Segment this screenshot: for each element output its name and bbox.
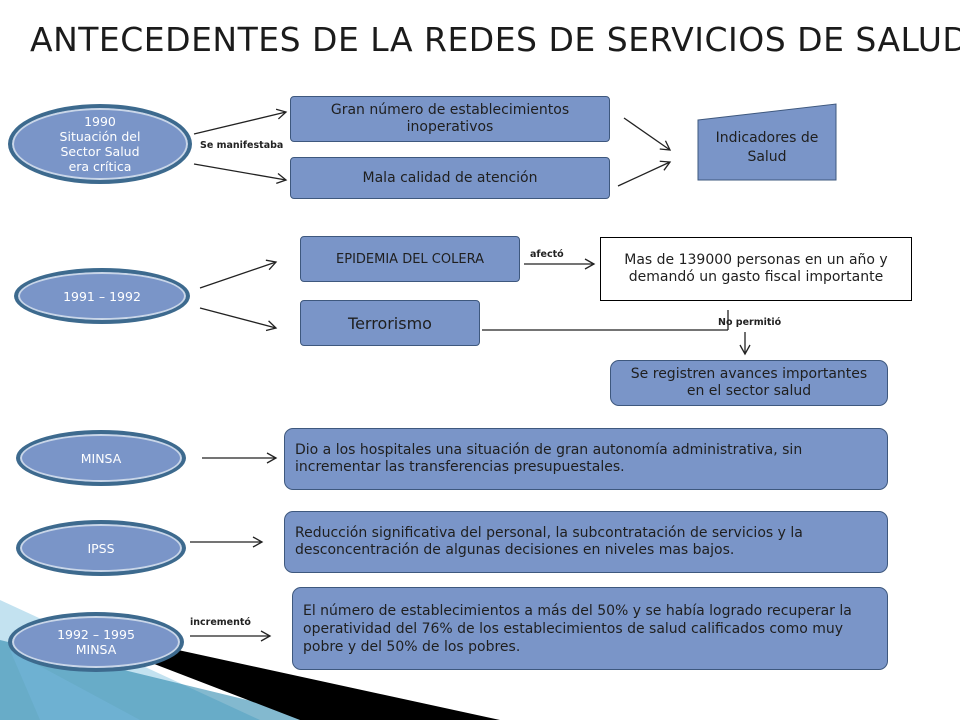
oval-1990-line: Situación del <box>59 129 141 144</box>
oval-ipss: IPSS <box>16 520 186 576</box>
oval-1992-1995-minsa: 1992 – 1995 MINSA <box>8 612 184 672</box>
box-mala-calidad: Mala calidad de atención <box>290 157 610 199</box>
oval-1990-line: era crítica <box>68 159 132 174</box>
oval-ipss-label: IPSS <box>87 540 115 556</box>
label-no-permitio: No permitió <box>718 317 782 328</box>
box-indicadores-salud: Indicadores de Salud <box>715 130 819 165</box>
box-terrorismo: Terrorismo <box>300 300 480 346</box>
oval-1991-label: 1991 – 1992 <box>63 288 141 304</box>
label-afecto: afectó <box>530 249 564 260</box>
indicadores-shape <box>697 103 837 181</box>
label-incremento: incrementó <box>190 617 251 628</box>
oval-1992-line: MINSA <box>75 642 117 657</box>
box-se-registren: Se registren avances importantes en el s… <box>610 360 888 406</box>
oval-minsa-label: MINSA <box>80 450 122 466</box>
box-mas-139000: Mas de 139000 personas en un año y deman… <box>600 237 912 301</box>
box-minsa-establecimientos: El número de establecimientos a más del … <box>292 587 888 670</box>
box-ipss-reduccion: Reducción significativa del personal, la… <box>284 511 888 573</box>
box-epidemia-colera: EPIDEMIA DEL COLERA <box>300 236 520 282</box>
oval-1990-line: 1990 <box>84 114 116 129</box>
box-minsa-autonomia: Dio a los hospitales una situación de gr… <box>284 428 888 490</box>
box-gran-numero: Gran número de establecimientos inoperat… <box>290 96 610 142</box>
oval-1992-line: 1992 – 1995 <box>57 627 135 642</box>
oval-1991-1992: 1991 – 1992 <box>14 268 190 324</box>
oval-minsa: MINSA <box>16 430 186 486</box>
page-title: ANTECEDENTES DE LA REDES DE SERVICIOS DE… <box>30 20 960 59</box>
label-se-manifestaba: Se manifestaba <box>200 140 284 151</box>
oval-1990-line: Sector Salud <box>60 144 140 159</box>
oval-1990: 1990 Situación del Sector Salud era crít… <box>8 104 192 184</box>
